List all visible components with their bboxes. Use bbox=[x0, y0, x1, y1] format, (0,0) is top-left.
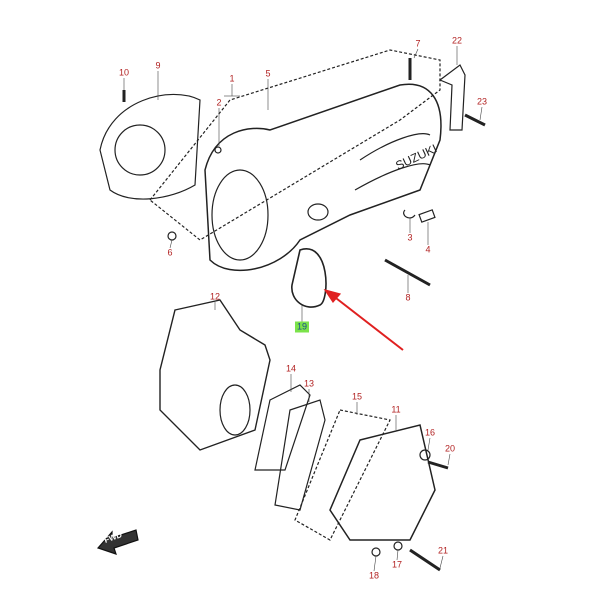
pointer-arrow bbox=[331, 294, 404, 351]
part-label-7: 7 bbox=[415, 38, 421, 49]
part-label-12: 12 bbox=[209, 291, 221, 302]
clip-3 bbox=[403, 209, 416, 219]
part-label-18: 18 bbox=[368, 570, 380, 581]
part-4 bbox=[418, 209, 436, 223]
part-label-9: 9 bbox=[155, 60, 161, 71]
screw-18 bbox=[371, 547, 381, 557]
bolt-23 bbox=[464, 113, 486, 127]
gasket-9 bbox=[99, 93, 201, 200]
part-label-10: 10 bbox=[118, 67, 130, 78]
part-label-14: 14 bbox=[285, 363, 297, 374]
dowel-2 bbox=[214, 146, 222, 154]
gasket-9-hole bbox=[114, 124, 166, 176]
o-ring-19 bbox=[291, 248, 327, 308]
part-label-15: 15 bbox=[351, 391, 363, 402]
part-label-8: 8 bbox=[405, 292, 411, 303]
part-label-22: 22 bbox=[451, 35, 463, 46]
part-label-6: 6 bbox=[167, 247, 173, 258]
part-label-4: 4 bbox=[425, 244, 431, 255]
outer-cover-11 bbox=[329, 424, 436, 541]
pointer-arrowhead bbox=[323, 289, 342, 303]
bolt-20 bbox=[427, 460, 449, 470]
part-label-19-highlighted[interactable]: 19 bbox=[294, 321, 310, 333]
part-label-2: 2 bbox=[216, 97, 222, 108]
dowel-6 bbox=[167, 231, 177, 241]
part-label-20: 20 bbox=[444, 443, 456, 454]
bolt-21 bbox=[409, 548, 441, 572]
suzuki-logo: SUZUKI bbox=[393, 141, 439, 172]
part-label-13: 13 bbox=[303, 378, 315, 389]
cover-boss bbox=[211, 169, 269, 261]
bracket-22 bbox=[438, 64, 466, 131]
crankcase-cover-1 bbox=[204, 83, 442, 272]
part-label-17: 17 bbox=[391, 559, 403, 570]
gasket-14 bbox=[254, 384, 311, 471]
spacer-17 bbox=[393, 541, 403, 551]
bolt-8 bbox=[384, 258, 431, 287]
part-13 bbox=[274, 399, 326, 511]
part-label-11: 11 bbox=[391, 404, 401, 415]
inner-cover-12 bbox=[159, 299, 271, 451]
part-label-23: 23 bbox=[476, 96, 488, 107]
seal-15 bbox=[294, 409, 391, 541]
leader-lines bbox=[123, 46, 483, 572]
part-label-16: 16 bbox=[424, 427, 436, 438]
part-label-1: 1 bbox=[229, 73, 235, 84]
part-label-21: 21 bbox=[437, 545, 449, 556]
gasket-5 bbox=[149, 49, 441, 241]
spacer-16 bbox=[419, 449, 431, 461]
part-label-3: 3 bbox=[407, 232, 413, 243]
fwd-arrow-icon bbox=[96, 529, 139, 555]
part-label-5: 5 bbox=[265, 68, 271, 79]
